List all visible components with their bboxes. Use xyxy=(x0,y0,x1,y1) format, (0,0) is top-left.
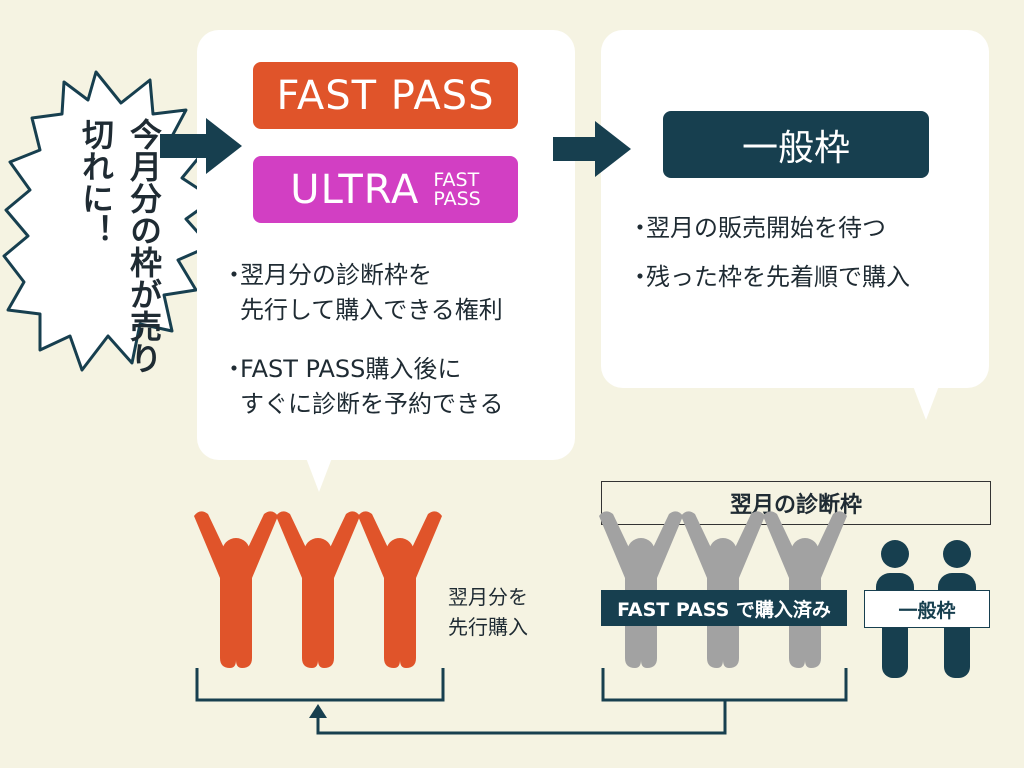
fast-pass-panel-tail xyxy=(306,458,332,492)
advance-purchase-line1: 翌月分を xyxy=(448,585,528,609)
person-advance-2 xyxy=(276,511,360,668)
return-connector xyxy=(316,700,727,735)
fast-pass-bullet-1: ・翌月分の診断枠を 先行して購入できる権利 xyxy=(222,258,503,328)
ultra-sub-line1: FAST xyxy=(433,168,480,191)
bullet-text: FAST PASS購入後に xyxy=(240,355,462,383)
general-badge: 一般枠 xyxy=(663,111,929,178)
arrow-fastpass-to-general xyxy=(553,121,631,177)
bullet-text: 先行して購入できる権利 xyxy=(240,296,503,324)
sold-out-text: 今月分の枠が売り切れに！ xyxy=(77,118,163,374)
bullet-text: 翌月分の診断枠を xyxy=(240,261,432,289)
arrow-burst-to-fastpass xyxy=(160,118,242,174)
purchased-bracket xyxy=(601,668,848,702)
bullet-text: 残った枠を先着順で購入 xyxy=(646,263,910,291)
general-panel-tail xyxy=(913,386,939,420)
fast-pass-badge: FAST PASS xyxy=(253,62,518,129)
bullet-text: 翌月の販売開始を待つ xyxy=(646,214,886,242)
fast-pass-purchased-label: FAST PASS で購入済み xyxy=(601,590,847,626)
advance-purchase-label: 翌月分を 先行購入 xyxy=(448,582,528,642)
advance-bracket xyxy=(195,668,445,702)
general-panel xyxy=(601,30,989,388)
ultra-label: ULTRA xyxy=(290,166,420,213)
general-bullet-1: ・翌月の販売開始を待つ xyxy=(628,211,886,246)
advance-purchase-line2: 先行購入 xyxy=(448,615,528,639)
general-bullet-2: ・残った枠を先着順で購入 xyxy=(628,260,910,295)
ultra-sub-label: FAST PASS xyxy=(433,168,481,210)
person-advance-1 xyxy=(194,511,278,668)
bullet-text: すぐに診断を予約できる xyxy=(240,390,504,418)
general-slot-label: 一般枠 xyxy=(864,590,990,628)
person-advance-3 xyxy=(358,511,442,668)
return-arrow-head xyxy=(309,704,327,718)
ultra-fast-pass-badge: ULTRA FAST PASS xyxy=(253,156,518,223)
ultra-sub-line2: PASS xyxy=(433,187,481,210)
fast-pass-bullet-2: ・FAST PASS購入後に すぐに診断を予約できる xyxy=(222,352,504,422)
